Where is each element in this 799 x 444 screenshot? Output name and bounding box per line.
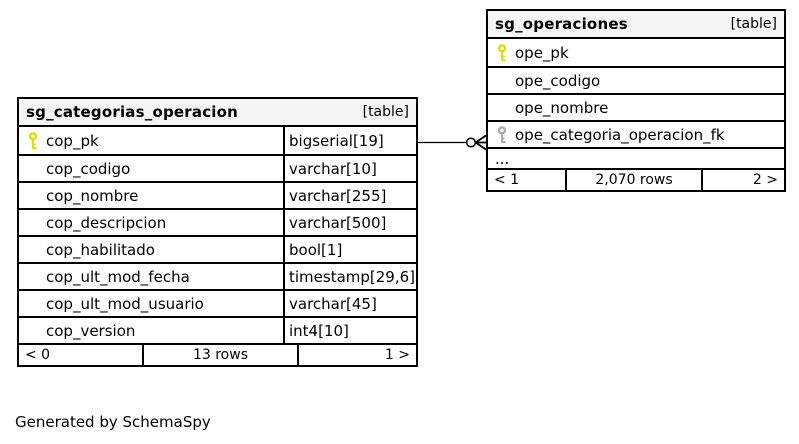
table-footer: < 1 2,070 rows 2 > xyxy=(488,168,784,190)
key-icon-slot xyxy=(19,183,46,208)
primary-key-icon xyxy=(19,127,46,154)
column-row: cop_nombre varchar[255] xyxy=(19,181,416,208)
column-name: cop_codigo xyxy=(46,159,131,178)
more-columns-row: ... xyxy=(488,147,784,168)
table-sg-categorias-operacion[interactable]: sg_categorias_operacion [table] cop_pk b… xyxy=(17,97,418,367)
table-footer: < 0 13 rows 1 > xyxy=(19,343,416,365)
column-type: int4[10] xyxy=(283,318,416,343)
column-type: varchar[255] xyxy=(283,183,416,208)
crow-foot-many-marker xyxy=(475,134,486,151)
key-icon-slot xyxy=(488,95,515,120)
key-icon-slot xyxy=(19,210,46,235)
column-name: cop_descripcion xyxy=(46,213,167,232)
column-list: ope_pk ope_codigo ope_nombre ope_categor… xyxy=(488,39,784,147)
column-row: ope_pk xyxy=(488,39,784,66)
zero-or-one-marker xyxy=(465,137,477,148)
column-name: cop_pk xyxy=(46,131,99,150)
table-name[interactable]: sg_operaciones xyxy=(495,15,628,33)
parent-count: < 0 xyxy=(25,347,51,363)
column-type: varchar[45] xyxy=(283,291,416,316)
key-icon-slot xyxy=(19,291,46,316)
table-tag: [table] xyxy=(362,104,409,120)
column-type: timestamp[29,6] xyxy=(283,264,416,289)
column-type: varchar[500] xyxy=(283,210,416,235)
children-count: 1 > xyxy=(296,345,416,365)
column-name: ope_nombre xyxy=(515,98,609,117)
column-row: ope_categoria_operacion_fk xyxy=(488,120,784,147)
generated-by-note: Generated by SchemaSpy xyxy=(15,413,211,431)
column-type: bigserial[19] xyxy=(283,127,416,154)
column-name: cop_nombre xyxy=(46,186,139,205)
parent-count: < 1 xyxy=(494,172,520,188)
column-row: cop_ult_mod_usuario varchar[45] xyxy=(19,289,416,316)
table-header: sg_categorias_operacion [table] xyxy=(19,99,416,127)
table-name[interactable]: sg_categorias_operacion xyxy=(26,103,239,121)
key-icon-slot xyxy=(19,156,46,181)
column-name: cop_version xyxy=(46,321,136,340)
column-name: cop_ult_mod_usuario xyxy=(46,294,204,313)
column-row: cop_pk bigserial[19] xyxy=(19,127,416,154)
column-row: ope_codigo xyxy=(488,66,784,93)
column-name: cop_ult_mod_fecha xyxy=(46,267,190,286)
foreign-key-icon xyxy=(488,122,515,147)
table-tag: [table] xyxy=(730,16,777,32)
column-name: ope_codigo xyxy=(515,71,601,90)
children-count: 2 > xyxy=(701,170,784,190)
column-row: cop_codigo varchar[10] xyxy=(19,154,416,181)
column-row: cop_ult_mod_fecha timestamp[29,6] xyxy=(19,262,416,289)
column-name: ope_categoria_operacion_fk xyxy=(515,125,725,144)
relationship-connector xyxy=(418,134,486,151)
column-row: cop_descripcion varchar[500] xyxy=(19,208,416,235)
key-icon-slot xyxy=(19,264,46,289)
key-icon-slot xyxy=(19,318,46,343)
column-type: varchar[10] xyxy=(283,156,416,181)
table-header: sg_operaciones [table] xyxy=(488,11,784,39)
column-type: bool[1] xyxy=(283,237,416,262)
key-icon-slot xyxy=(19,237,46,262)
primary-key-icon xyxy=(488,39,515,66)
column-name: cop_habilitado xyxy=(46,240,155,259)
key-icon-slot xyxy=(488,68,515,93)
table-sg-operaciones[interactable]: sg_operaciones [table] ope_pk ope_codigo… xyxy=(486,9,786,192)
row-count: 2,070 rows xyxy=(564,170,701,190)
column-name: ope_pk xyxy=(515,43,569,62)
column-row: cop_habilitado bool[1] xyxy=(19,235,416,262)
column-list: cop_pk bigserial[19] cop_codigo varchar[… xyxy=(19,127,416,343)
column-row: ope_nombre xyxy=(488,93,784,120)
row-count: 13 rows xyxy=(142,345,297,365)
column-row: cop_version int4[10] xyxy=(19,316,416,343)
